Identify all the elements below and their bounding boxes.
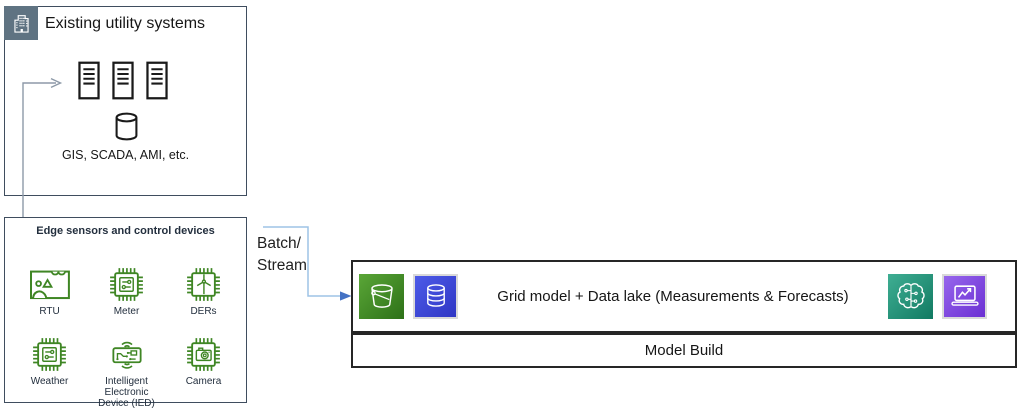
device-item-camera: Camera — [185, 336, 222, 409]
database-icon — [413, 274, 458, 319]
edge-sensors-box: Edge sensors and control devices RTU — [4, 217, 247, 409]
edge-box-title: Edge sensors and control devices — [36, 225, 215, 237]
device-row: Weather — [11, 336, 242, 409]
rtu-icon — [29, 266, 71, 303]
device-label: Weather — [30, 376, 69, 387]
ml-brain-icon — [888, 274, 933, 319]
grid-model-data-lake-box: Grid model + Data lake (Measurements & F… — [351, 260, 1017, 333]
model-box-title: Model Build — [644, 342, 724, 359]
building-icon — [4, 6, 38, 40]
device-row: RTU Meter — [11, 266, 242, 317]
camera-chip-icon — [185, 336, 222, 373]
ied-circuit-icon — [107, 336, 147, 373]
server-icon — [144, 59, 170, 107]
device-item-ders: DERs — [185, 266, 222, 317]
weather-chip-icon — [31, 336, 68, 373]
model-build-box: Model Build — [351, 333, 1017, 368]
device-item-ied: Intelligent Electronic Device (IED) — [88, 336, 165, 409]
device-label: Intelligent Electronic Device (IED) — [98, 376, 155, 409]
batch-label-line1: Batch/ — [257, 235, 301, 252]
device-label: DERs — [190, 306, 217, 317]
batch-label-line2: Stream — [257, 257, 307, 274]
existing-utility-systems-box: Existing utility systems — [4, 6, 247, 196]
device-item-weather: Weather — [30, 336, 69, 409]
device-item-rtu: RTU — [29, 266, 71, 317]
existing-box-caption: GIS, SCADA, AMI, etc. — [61, 148, 190, 162]
batch-stream-label: Batch/ Stream — [257, 233, 307, 277]
wind-turbine-chip-icon — [185, 266, 222, 303]
existing-box-title: Existing utility systems — [45, 15, 206, 32]
s3-bucket-icon — [359, 274, 404, 319]
server-icon — [76, 59, 102, 107]
analytics-laptop-icon — [942, 274, 987, 319]
server-icon — [110, 59, 136, 107]
meter-chip-icon — [108, 266, 145, 303]
database-cylinder-icon — [113, 111, 140, 147]
model-icons — [888, 274, 987, 319]
data-lake-icons — [359, 274, 458, 319]
device-label: Camera — [185, 376, 222, 387]
server-group — [76, 59, 170, 107]
grid-box-title: Grid model + Data lake (Measurements & F… — [497, 288, 849, 305]
device-label: RTU — [39, 306, 60, 317]
device-item-meter: Meter — [108, 266, 145, 317]
device-label: Meter — [113, 306, 140, 317]
